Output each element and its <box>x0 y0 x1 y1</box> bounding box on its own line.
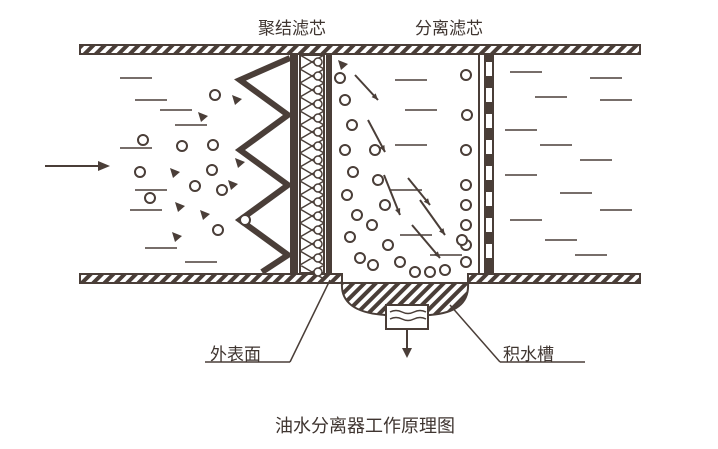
contaminant-particle <box>200 210 210 220</box>
water-droplet <box>460 256 472 268</box>
oil-droplet <box>313 169 323 179</box>
outer-surface-label: 外表面 <box>210 345 261 365</box>
water-droplet <box>379 199 391 211</box>
oil-droplet <box>313 57 323 67</box>
water-droplet <box>460 179 472 191</box>
water-droplet <box>212 224 224 236</box>
water-sump-label: 积水槽 <box>503 345 554 365</box>
filter-slot <box>486 166 492 180</box>
flow-arrowhead <box>379 145 385 152</box>
water-droplet <box>189 180 201 192</box>
flow-arrowhead <box>371 93 378 100</box>
oil-droplet <box>313 113 323 123</box>
water-droplet <box>134 166 146 178</box>
filter-slot <box>486 140 492 154</box>
oil-droplet <box>313 253 323 263</box>
water-droplet <box>382 239 394 251</box>
water-droplet <box>461 109 473 121</box>
filter-slot <box>486 114 492 128</box>
flow-arrow <box>419 199 446 236</box>
flow-arrowhead <box>395 208 401 215</box>
water-droplet <box>424 266 436 278</box>
sump-leader <box>449 304 501 363</box>
water-droplet <box>460 144 472 156</box>
flow-arrow <box>383 174 401 216</box>
water-droplet <box>439 264 451 276</box>
filter-slot <box>486 192 492 206</box>
water-droplet <box>394 256 406 268</box>
water-droplet <box>216 184 228 196</box>
oil-droplet <box>313 267 323 277</box>
filter-slot <box>486 62 492 76</box>
water-droplet <box>144 192 156 204</box>
water-droplet <box>456 234 468 246</box>
oil-droplet <box>313 239 323 249</box>
water-droplet <box>239 214 251 226</box>
water-droplet <box>460 199 472 211</box>
pipe-top-wall <box>79 44 641 55</box>
oil-droplet <box>313 99 323 109</box>
contaminant-particle <box>198 112 208 122</box>
outer-surface-pointer <box>289 279 331 363</box>
oil-droplet <box>313 127 323 137</box>
water-droplet <box>346 119 358 131</box>
water-droplet <box>354 252 366 264</box>
water-droplet <box>366 219 378 231</box>
flow-arrowhead <box>423 198 430 205</box>
water-droplet <box>207 139 219 151</box>
oil-droplet <box>313 225 323 235</box>
water-sump <box>340 282 470 330</box>
coalescing-filter-element <box>290 54 332 280</box>
flow-arrowhead <box>433 251 440 258</box>
diagram-caption: 油水分离器工作原理图 <box>275 416 455 437</box>
water-droplet <box>372 174 384 186</box>
oil-droplet <box>313 141 323 151</box>
oil-droplet <box>313 71 323 81</box>
contaminant-particle <box>170 168 180 178</box>
separation-filter-label: 分离滤芯 <box>415 19 483 39</box>
filter-slot <box>486 88 492 102</box>
oil-droplet <box>313 197 323 207</box>
oil-droplet <box>313 211 323 221</box>
water-droplet <box>137 134 149 146</box>
water-droplet <box>409 266 421 278</box>
drain-arrow <box>402 330 412 358</box>
water-droplet <box>460 69 472 81</box>
contaminant-particle <box>175 202 185 212</box>
pipe-bottom-wall <box>79 273 641 284</box>
water-droplet <box>209 89 221 101</box>
contaminant-particle <box>235 158 245 168</box>
contaminant-particle <box>172 232 182 242</box>
contaminant-particle <box>338 60 348 70</box>
oil-droplet <box>313 183 323 193</box>
filter-slot <box>486 244 492 258</box>
water-droplet <box>334 72 346 84</box>
water-droplet <box>367 259 379 271</box>
flow-arrow <box>411 224 441 259</box>
water-droplet <box>460 219 472 231</box>
water-droplet <box>344 231 356 243</box>
water-droplet <box>206 164 218 176</box>
filter-slot <box>486 218 492 232</box>
oil-droplet <box>313 155 323 165</box>
water-droplet <box>176 140 188 152</box>
separation-filter-element <box>478 55 494 273</box>
oil-droplet <box>313 85 323 95</box>
contaminant-particle <box>232 95 242 105</box>
water-droplet <box>369 144 381 156</box>
flow-arrowhead <box>439 228 445 235</box>
coalescing-zigzag-surface <box>234 55 294 275</box>
water-droplet <box>339 94 351 106</box>
inlet-flow-arrow <box>45 161 110 171</box>
water-droplet <box>347 166 359 178</box>
contaminant-particle <box>228 180 238 190</box>
coalescing-filter-label: 聚结滤芯 <box>258 19 326 39</box>
water-droplet <box>341 189 353 201</box>
water-droplet <box>351 209 363 221</box>
water-droplet <box>339 144 351 156</box>
